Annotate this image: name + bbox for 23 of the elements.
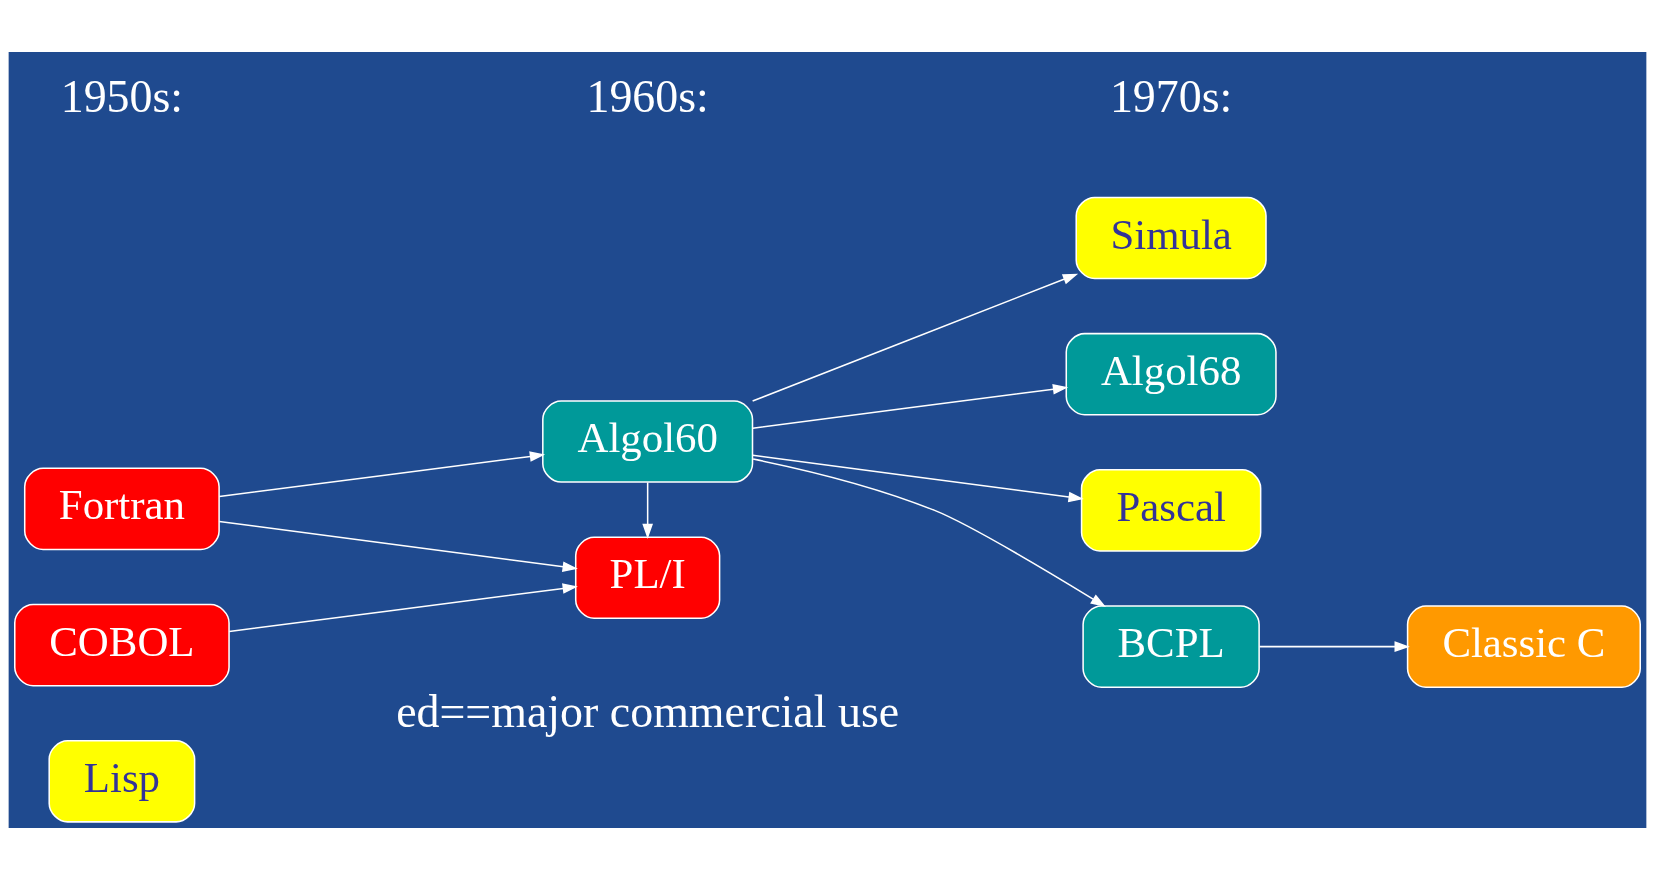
node-box: Algol68 [1065,332,1277,416]
label: 1970s: [1109,70,1233,122]
arrow [751,454,1084,503]
arrow [218,451,546,498]
arrow [751,383,1069,429]
node-box: COBOL [14,603,230,687]
label: 1950s: [60,70,184,122]
arrow [228,583,578,633]
arrow [752,458,1106,607]
node-box: Lisp [48,740,196,823]
node-box: Pascal [1080,469,1262,552]
node-box: BCPL [1082,605,1260,688]
label: 1960s: [586,70,709,122]
node-box: PL/I [574,536,721,620]
arrow [1258,641,1410,652]
node-box: Fortran [23,467,220,551]
label: ed==major commercial use [396,685,900,737]
arrow [218,520,578,573]
node-box: Algol60 [542,400,754,483]
arrow [642,481,653,540]
node-box: Classic C [1406,605,1641,688]
arrow [751,273,1079,402]
node-box: Simula [1075,196,1267,280]
